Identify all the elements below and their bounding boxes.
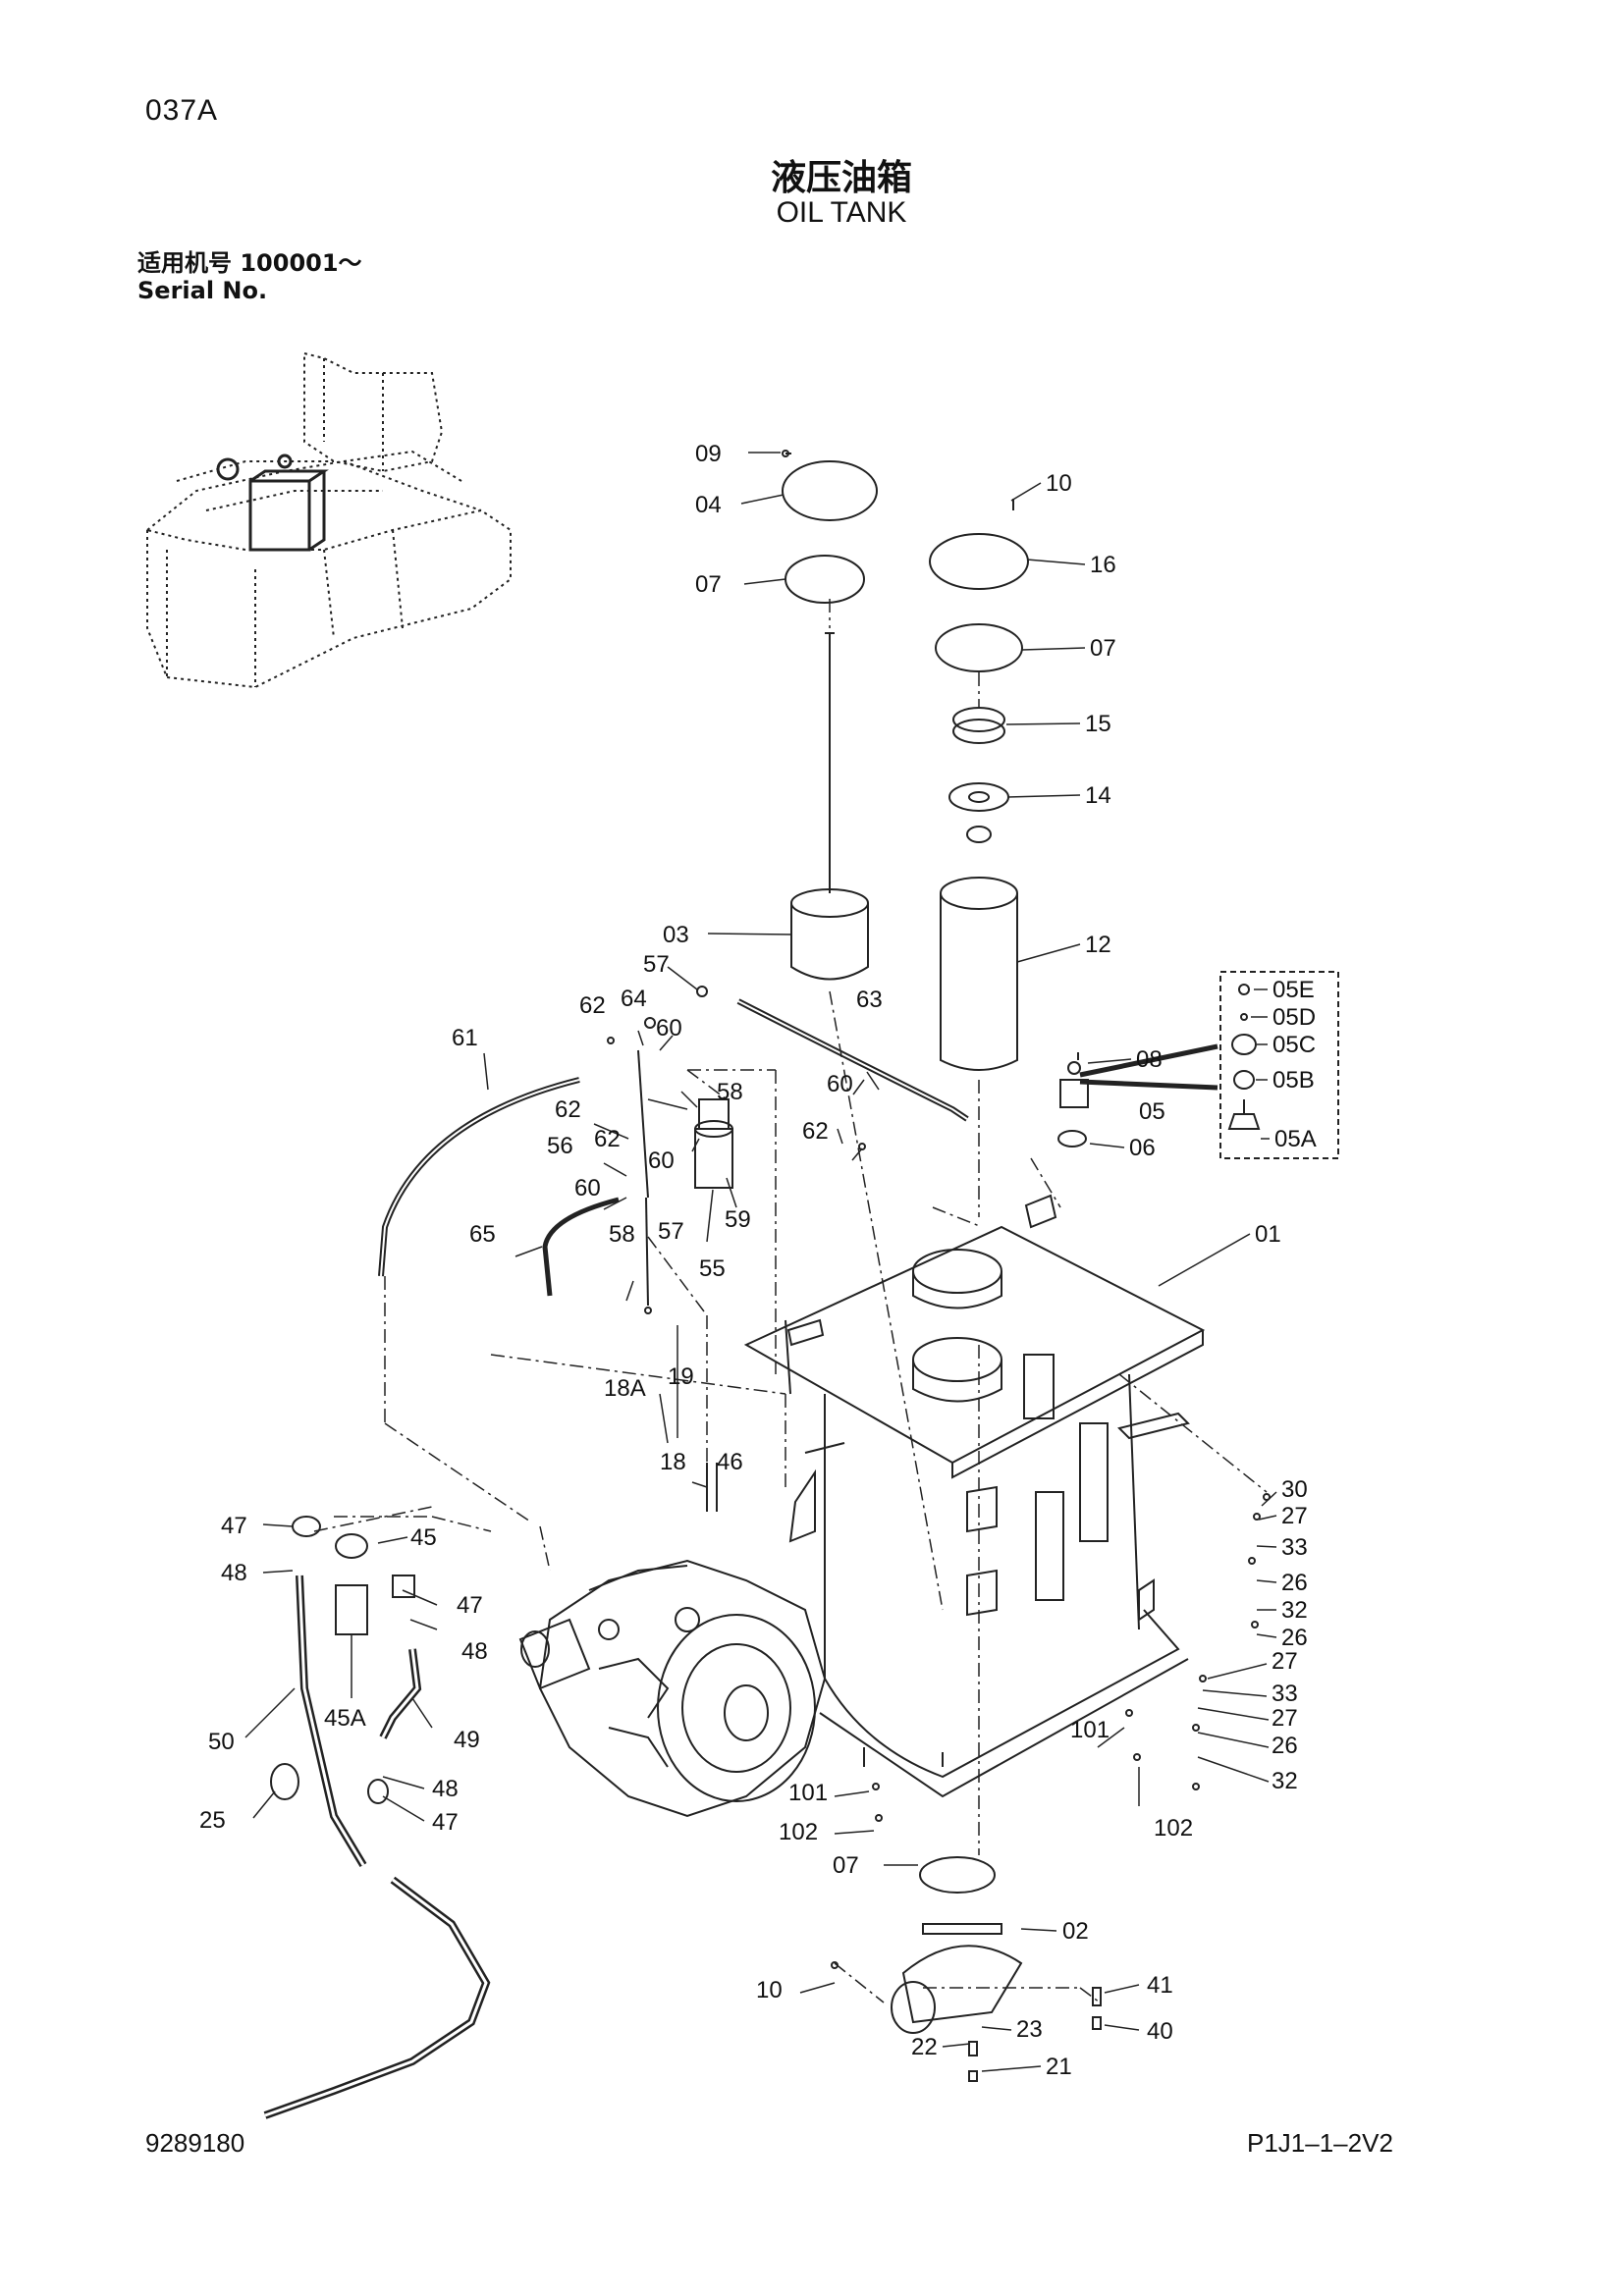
callout-63: 63 <box>856 987 883 1013</box>
callout-21: 21 <box>1046 2054 1072 2080</box>
callout-102: 102 <box>779 1819 818 1845</box>
callout-57: 57 <box>658 1218 684 1245</box>
drain-valve <box>1057 1052 1089 1148</box>
callout-50: 50 <box>208 1729 235 1755</box>
callout-33: 33 <box>1272 1681 1298 1707</box>
callout-62: 62 <box>579 992 606 1019</box>
callout-05D: 05D <box>1272 1004 1316 1031</box>
callout-16: 16 <box>1090 552 1116 578</box>
callout-62: 62 <box>594 1126 621 1152</box>
callout-01: 01 <box>1255 1221 1281 1248</box>
hose-lines <box>263 998 969 2119</box>
callout-19: 19 <box>668 1363 694 1390</box>
callout-60: 60 <box>827 1071 853 1097</box>
callout-22: 22 <box>911 2034 938 2060</box>
callout-05: 05 <box>1139 1098 1165 1125</box>
callout-62: 62 <box>802 1118 829 1145</box>
callout-60: 60 <box>648 1148 675 1174</box>
callout-10: 10 <box>1046 470 1072 497</box>
callout-65: 65 <box>469 1221 496 1248</box>
callout-47: 47 <box>457 1592 483 1619</box>
callout-04: 04 <box>695 492 722 518</box>
callout-26: 26 <box>1281 1570 1308 1596</box>
callout-23: 23 <box>1016 2016 1043 2043</box>
callout-64: 64 <box>621 986 647 1012</box>
callout-18: 18 <box>660 1449 686 1475</box>
callout-48: 48 <box>461 1638 488 1665</box>
cover-stack-left <box>782 450 878 981</box>
callout-101: 101 <box>788 1780 828 1806</box>
callout-27: 27 <box>1281 1503 1308 1529</box>
callout-07: 07 <box>833 1852 859 1879</box>
tank-highlight-in-sketch <box>216 454 329 552</box>
serial-label-english: Serial No. <box>137 277 268 304</box>
callout-48: 48 <box>432 1776 459 1802</box>
callout-55: 55 <box>699 1255 726 1282</box>
callout-56: 56 <box>547 1133 573 1159</box>
serial-label-chinese: 适用机号 100001～ <box>137 249 362 277</box>
callout-41: 41 <box>1147 1972 1173 1999</box>
callout-06: 06 <box>1129 1135 1156 1161</box>
machine-location-sketch <box>146 351 512 689</box>
page-id: 037A <box>145 94 219 127</box>
callout-33: 33 <box>1281 1534 1308 1561</box>
callout-48: 48 <box>221 1560 247 1586</box>
callout-07: 07 <box>695 571 722 598</box>
callout-58: 58 <box>609 1221 635 1248</box>
callout-15: 15 <box>1085 711 1111 737</box>
oil-tank-body <box>743 1194 1206 1798</box>
callout-05B: 05B <box>1272 1067 1315 1094</box>
callout-26: 26 <box>1272 1733 1298 1759</box>
callout-07: 07 <box>1090 635 1116 662</box>
callout-101: 101 <box>1070 1717 1110 1743</box>
callout-08: 08 <box>1136 1046 1163 1073</box>
serial-number-block: 适用机号 100001～ Serial No. <box>137 249 362 304</box>
callout-46: 46 <box>717 1449 743 1475</box>
callout-62: 62 <box>555 1096 581 1123</box>
callout-05C: 05C <box>1272 1032 1316 1058</box>
callout-27: 27 <box>1272 1648 1298 1675</box>
callout-05A: 05A <box>1274 1126 1317 1152</box>
callout-40: 40 <box>1147 2018 1173 2045</box>
callout-45A: 45A <box>324 1705 366 1732</box>
callout-47: 47 <box>221 1513 247 1539</box>
callout-02: 02 <box>1062 1918 1089 1945</box>
document-number: 9289180 <box>145 2128 245 2158</box>
callout-05E: 05E <box>1272 977 1315 1003</box>
callout-18A: 18A <box>604 1375 646 1402</box>
callout-45: 45 <box>410 1524 437 1551</box>
hydraulic-pump <box>518 1559 827 1818</box>
page-title-chinese: 液压油箱 <box>770 158 912 198</box>
callout-25: 25 <box>199 1807 226 1834</box>
callout-32: 32 <box>1272 1768 1298 1794</box>
callout-57: 57 <box>643 951 670 978</box>
callout-labels: 09 04 07 10 16 07 15 14 03 12 57 62 64 6… <box>199 441 1317 2080</box>
callout-12: 12 <box>1085 932 1111 958</box>
callout-60: 60 <box>656 1015 682 1041</box>
callout-58: 58 <box>717 1079 743 1105</box>
callout-10: 10 <box>756 1977 783 2003</box>
callout-60: 60 <box>574 1175 601 1201</box>
cover-stack-right <box>929 499 1029 1071</box>
assembly-phantom-lines <box>313 599 1268 2003</box>
callout-30: 30 <box>1281 1476 1308 1503</box>
fittings-small-parts <box>270 986 1271 2082</box>
callout-27: 27 <box>1272 1705 1298 1732</box>
callout-102: 102 <box>1154 1815 1193 1842</box>
callout-leader-lines <box>244 452 1277 2072</box>
callout-47: 47 <box>432 1809 459 1836</box>
callout-09: 09 <box>695 441 722 467</box>
callout-26: 26 <box>1281 1625 1308 1651</box>
page-title-english: OIL TANK <box>776 196 907 229</box>
callout-14: 14 <box>1085 782 1111 809</box>
drain-cock-detail-box <box>1079 971 1339 1159</box>
callout-59: 59 <box>725 1206 751 1233</box>
page-code: P1J1–1–2V2 <box>1247 2128 1393 2158</box>
callout-61: 61 <box>452 1025 478 1051</box>
callout-49: 49 <box>454 1727 480 1753</box>
callout-03: 03 <box>663 922 689 948</box>
callout-32: 32 <box>1281 1597 1308 1624</box>
